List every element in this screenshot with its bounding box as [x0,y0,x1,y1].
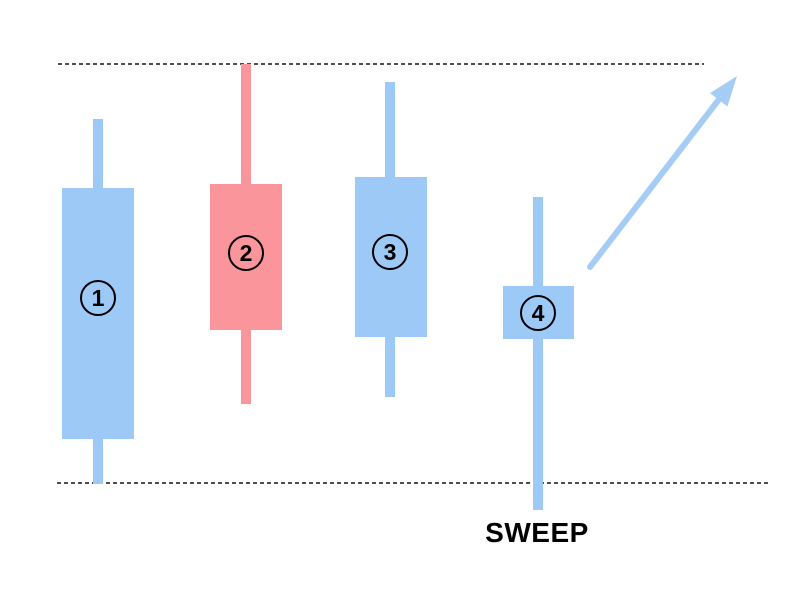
candle-4-wick [533,197,543,510]
lower-liquidity-line [57,482,771,484]
arrow-shaft [587,93,725,270]
candle-2-number-label: 2 [228,235,264,271]
sweep-label: SWEEP [485,517,589,548]
upper-liquidity-line [58,63,704,65]
candle-4-number-label: 4 [520,295,556,331]
candle-1-number-label: 1 [80,280,116,316]
candle-3-number-label: 3 [372,234,408,270]
arrow-head [709,76,737,107]
